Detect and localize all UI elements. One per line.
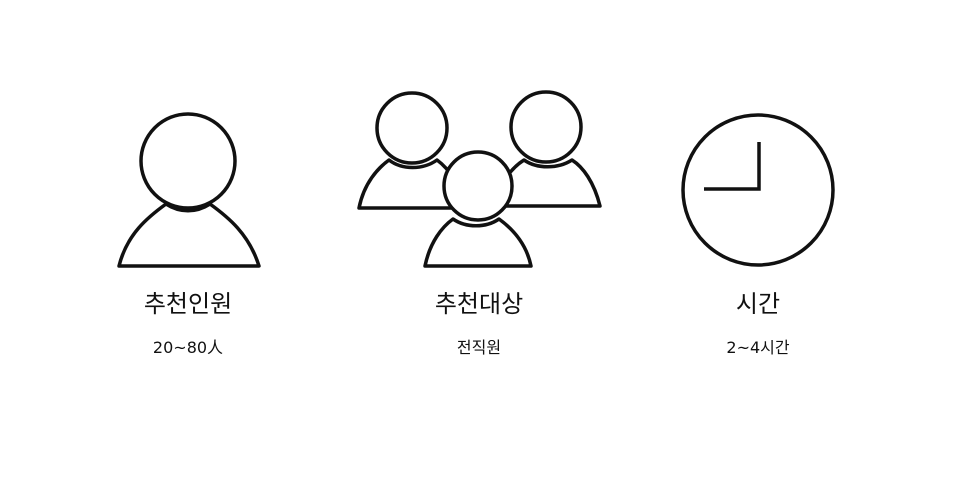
info-title: 추천대상 [434, 290, 524, 318]
group-icon [357, 90, 602, 268]
info-value: 20~80人 [152, 338, 224, 357]
info-item-target: 추천대상 전직원 [329, 0, 629, 495]
clock-icon [681, 113, 835, 267]
info-item-count: 추천인원 20~80人 [38, 0, 338, 495]
info-value: 2~4시간 [726, 338, 790, 357]
person-icon [117, 112, 261, 268]
info-value: 전직원 [456, 338, 502, 357]
info-title: 추천인원 [143, 290, 233, 318]
info-title: 시간 [735, 290, 781, 318]
info-item-time: 시간 2~4시간 [608, 0, 908, 495]
